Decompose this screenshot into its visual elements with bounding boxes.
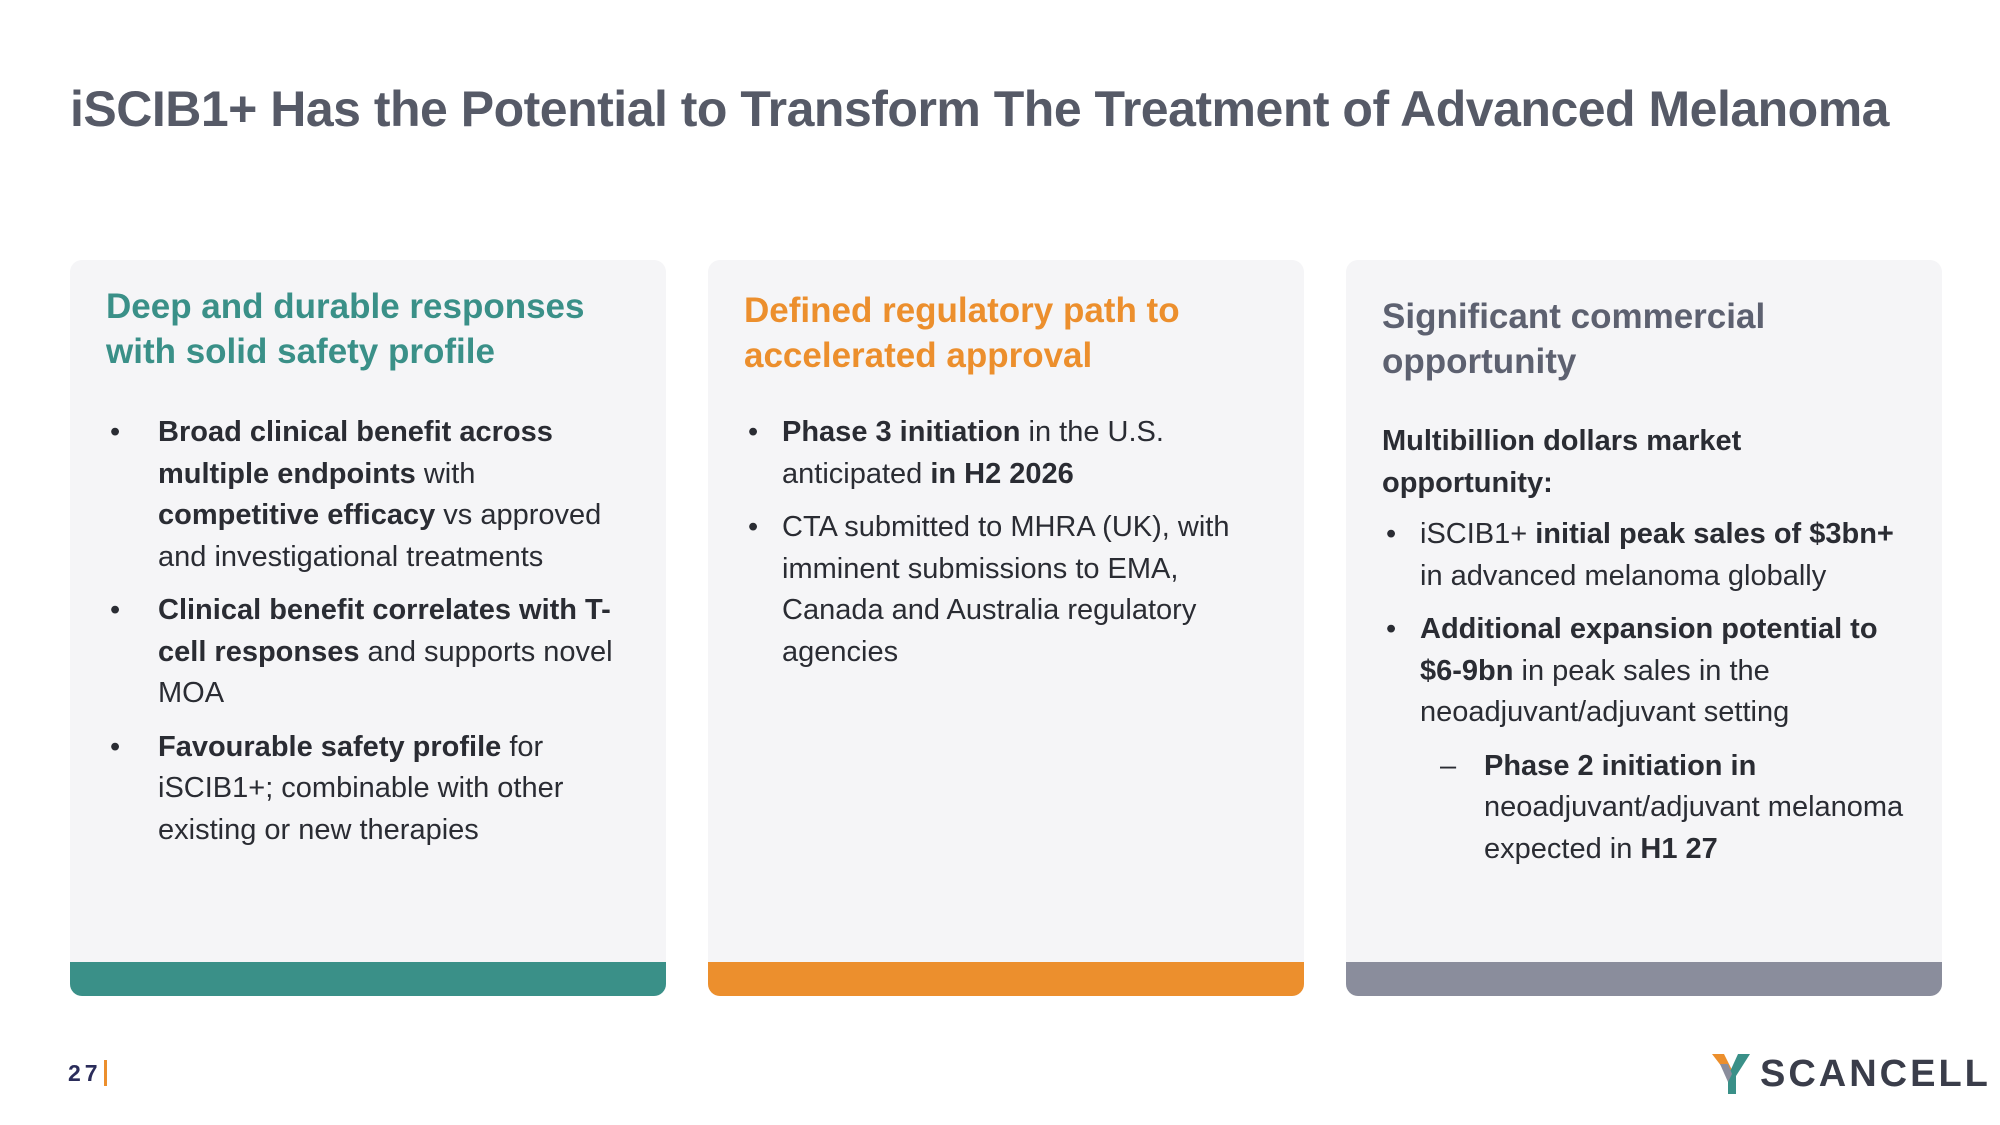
sub-list-item: – Phase 2 initiation in neoadjuvant/adju… — [1382, 746, 1912, 871]
card-accent-bar — [70, 962, 666, 996]
card-accent-bar — [708, 962, 1304, 996]
bullet-icon: • — [1386, 518, 1397, 550]
dash-icon: – — [1440, 749, 1457, 782]
list-item: • Additional expansion potential to $6-9… — [1382, 609, 1912, 734]
card-title-line: with solid safety profile — [106, 332, 495, 371]
card-accent-bar — [1346, 962, 1942, 996]
bullet-icon: • — [110, 416, 121, 448]
list-item: • Favourable safety profile for iSCIB1+;… — [106, 727, 636, 852]
bullet-icon: • — [110, 594, 121, 626]
company-logo: SCANCELL — [1710, 1052, 1991, 1096]
bullet-list: • Broad clinical benefit across multiple… — [106, 412, 636, 851]
card-intro: Multibillion dollars market opportunity: — [1382, 425, 1742, 499]
card-title-line: Significant commercial — [1382, 297, 1766, 336]
list-item: • Phase 3 initiation in the U.S. anticip… — [744, 412, 1274, 495]
page-separator — [103, 1060, 107, 1086]
logo-text: SCANCELL — [1760, 1052, 1991, 1095]
card-title-line: Deep and durable responses — [106, 287, 585, 326]
bullet-icon: • — [1386, 613, 1397, 645]
bullet-list: • Phase 3 initiation in the U.S. anticip… — [744, 412, 1274, 673]
page-number: 27 — [68, 1060, 107, 1087]
slide-title: iSCIB1+ Has the Potential to Transform T… — [70, 81, 1890, 137]
card-title: Defined regulatory path to accelerated a… — [744, 288, 1274, 378]
card-title: Significant commercial opportunity — [1382, 294, 1912, 384]
bullet-list: • iSCIB1+ initial peak sales of $3bn+ in… — [1382, 514, 1912, 870]
card-clinical-responses: Deep and durable responses with solid sa… — [70, 260, 666, 996]
bullet-icon: • — [748, 416, 759, 448]
card-title: Deep and durable responses with solid sa… — [106, 284, 636, 374]
card-title-line: accelerated approval — [744, 336, 1093, 375]
bullet-icon: • — [110, 730, 121, 763]
card-regulatory-path: Defined regulatory path to accelerated a… — [708, 260, 1304, 996]
list-item: • Clinical benefit correlates with T-cel… — [106, 590, 636, 715]
page-number-text: 27 — [68, 1060, 102, 1086]
card-title-line: opportunity — [1382, 342, 1577, 381]
bullet-icon: • — [748, 511, 759, 543]
card-title-line: Defined regulatory path to — [744, 291, 1180, 330]
card-commercial-opportunity: Significant commercial opportunity Multi… — [1346, 260, 1942, 996]
list-item: • Broad clinical benefit across multiple… — [106, 412, 636, 578]
scancell-logo-icon — [1712, 1054, 1750, 1094]
list-item: • iSCIB1+ initial peak sales of $3bn+ in… — [1382, 514, 1912, 597]
list-item: • CTA submitted to MHRA (UK), with immin… — [744, 507, 1274, 673]
